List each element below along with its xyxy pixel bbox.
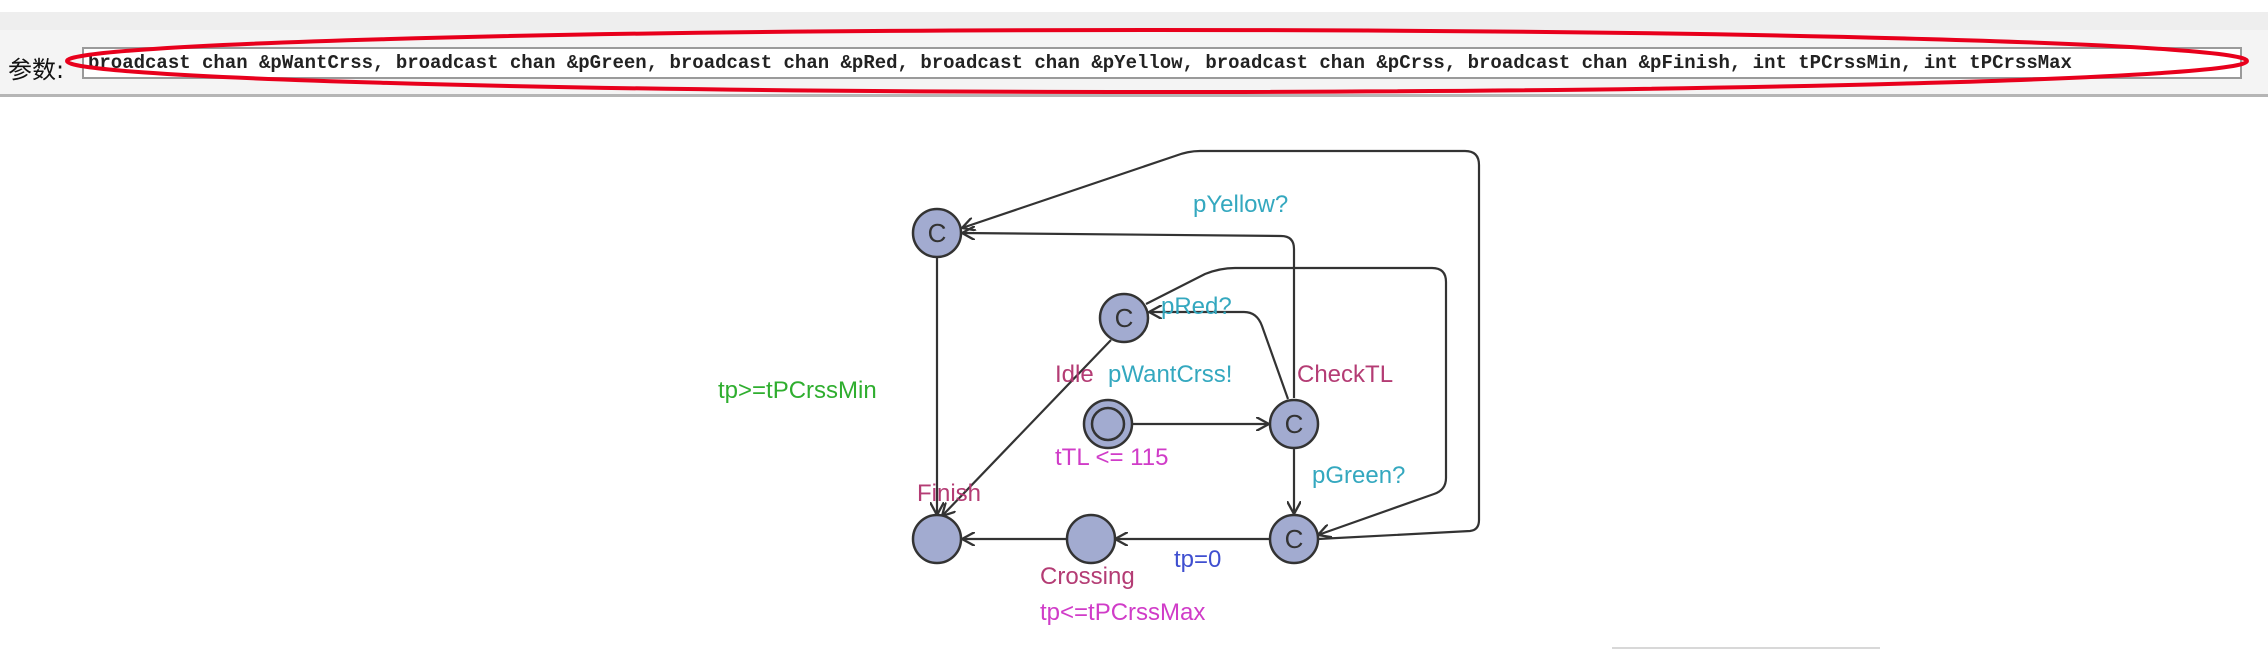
- location-green-committed[interactable]: C: [1268, 513, 1320, 565]
- label-tp-reset: tp=0: [1174, 546, 1221, 573]
- initial-marker: [1090, 406, 1126, 442]
- label-crossing-invariant: tp<=tPCrssMax: [1040, 599, 1205, 626]
- edge-bottom-to-topleft: [962, 149, 1481, 541]
- label-idle-invariant: tTL <= 115: [1055, 444, 1168, 471]
- highlight-ellipse: [65, 28, 2249, 94]
- edge-red-to-finish: [942, 339, 1112, 516]
- location-idle[interactable]: [1082, 398, 1134, 450]
- location-crossing[interactable]: [1065, 513, 1117, 565]
- location-yellow-committed[interactable]: C: [911, 207, 963, 259]
- committed-marker: C: [1285, 409, 1304, 439]
- location-checktl[interactable]: C: [1268, 398, 1320, 450]
- parameters-label: 参数:: [8, 56, 65, 84]
- label-min-guard: tp>=tPCrssMin: [718, 377, 877, 404]
- committed-marker: C: [928, 218, 947, 248]
- label-checktl: CheckTL: [1297, 361, 1393, 388]
- label-crossing: Crossing: [1040, 563, 1135, 590]
- committed-marker: C: [1285, 524, 1304, 554]
- parameters-input[interactable]: broadcast chan &pWantCrss, broadcast cha…: [82, 47, 2242, 79]
- location-red-committed[interactable]: C: [1098, 292, 1150, 344]
- label-pgreen: pGreen?: [1312, 462, 1405, 489]
- top-strip: [0, 12, 2268, 30]
- edge-red: [1149, 312, 1290, 400]
- label-pred: pRed?: [1161, 293, 1232, 320]
- committed-marker: C: [1115, 303, 1134, 333]
- label-pwantcrss: pWantCrss!: [1108, 361, 1232, 388]
- label-pyellow: pYellow?: [1193, 191, 1288, 218]
- label-finish: Finish: [917, 480, 981, 507]
- edge-yellow: [962, 233, 1296, 398]
- label-idle: Idle: [1055, 361, 1094, 388]
- edge-red-loop: [1145, 266, 1448, 535]
- location-finish[interactable]: [911, 513, 963, 565]
